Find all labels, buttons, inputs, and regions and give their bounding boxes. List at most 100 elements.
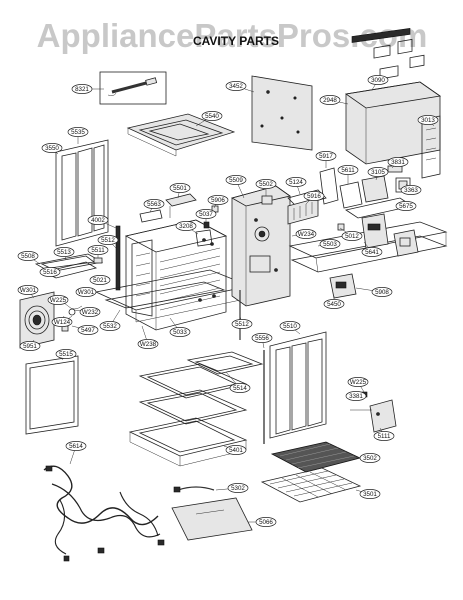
callout-bubble bbox=[39, 267, 61, 277]
callout-text: W301 bbox=[20, 287, 37, 294]
callout-bubble bbox=[373, 431, 395, 441]
callout-text: 5508 bbox=[21, 253, 35, 260]
callout-3550: 3550 bbox=[41, 143, 63, 155]
callout-5535: 5535 bbox=[67, 127, 89, 144]
callout-text: 3208 bbox=[179, 223, 193, 230]
callout-text: 5037 bbox=[199, 211, 213, 218]
callout-text: 5012 bbox=[345, 233, 359, 240]
callout-text: 5511 bbox=[91, 247, 105, 254]
part-5037-screw bbox=[203, 221, 210, 229]
callout-bubble bbox=[169, 183, 191, 193]
callout-text: W225 bbox=[50, 297, 67, 304]
callout-bubble bbox=[255, 179, 277, 189]
callout-text: 5497 bbox=[81, 327, 95, 334]
callout-bubble bbox=[337, 165, 359, 175]
part-3501-oven-rack bbox=[260, 467, 362, 503]
callout-5511: 5511 bbox=[87, 245, 109, 258]
callout-5066: 5066 bbox=[248, 517, 277, 527]
callout-text: 5401 bbox=[229, 447, 243, 454]
callout-5515: 5515 bbox=[55, 349, 77, 361]
callout-bubble bbox=[71, 84, 93, 94]
callout-text: 5509 bbox=[229, 177, 243, 184]
callout-bubble bbox=[75, 287, 97, 297]
part-5066-cover bbox=[171, 497, 253, 541]
callout-text: 5614 bbox=[69, 443, 83, 450]
callout-3090: 3090 bbox=[367, 75, 389, 91]
callout-text: 5021 bbox=[93, 277, 107, 284]
callout-bubble bbox=[345, 391, 367, 401]
callout-text: 5532 bbox=[103, 323, 117, 330]
callout-bubble bbox=[17, 251, 39, 261]
callout-text: 5033 bbox=[173, 329, 187, 336]
callout-bubble bbox=[225, 81, 247, 91]
callout-bubble bbox=[417, 115, 439, 125]
callout-text: 5503 bbox=[323, 241, 337, 248]
callout-5906: 5906 bbox=[207, 195, 229, 209]
part-5508-terminal-block bbox=[393, 229, 419, 257]
part-5614-wire-harness bbox=[43, 465, 165, 562]
callout-bubble bbox=[97, 235, 119, 245]
callout-text: 3013 bbox=[421, 117, 435, 124]
callout-5502: 5502 bbox=[255, 179, 277, 196]
callout-bubble bbox=[319, 95, 341, 105]
callout-5021: 5021 bbox=[89, 275, 111, 285]
callout-5033: 5033 bbox=[169, 317, 191, 337]
callout-text: 5906 bbox=[211, 197, 225, 204]
part-5124-bracket bbox=[287, 189, 327, 225]
callout-bubble bbox=[395, 201, 417, 211]
callout-text: 3105 bbox=[371, 169, 385, 176]
callout-text: 5556 bbox=[255, 335, 269, 342]
callout-text: W124 bbox=[54, 319, 71, 326]
callout-bubble bbox=[65, 441, 87, 451]
callout-bubble bbox=[255, 517, 277, 527]
callout-bubble bbox=[169, 327, 191, 337]
callout-text: 8321 bbox=[75, 86, 89, 93]
callout-bubble bbox=[341, 231, 363, 241]
callout-bubble bbox=[225, 175, 247, 185]
callout-text: 5111 bbox=[378, 433, 391, 440]
part-8321-probe bbox=[99, 71, 167, 105]
callout-3502: 3502 bbox=[356, 453, 381, 463]
callout-2948: 2948 bbox=[319, 95, 349, 105]
callout-bubble bbox=[55, 349, 77, 359]
callout-text: 5501 bbox=[173, 185, 187, 192]
callout-text: 5514 bbox=[233, 385, 247, 392]
part-5012-screw bbox=[337, 223, 345, 231]
callout-bubble bbox=[315, 151, 337, 161]
callout-5614: 5614 bbox=[65, 441, 87, 465]
callout-text: 5512 bbox=[235, 321, 249, 328]
callout-bubble bbox=[251, 333, 273, 343]
callout-5611: 5611 bbox=[337, 165, 359, 184]
callout-bubble bbox=[51, 317, 73, 327]
callout-bubble bbox=[367, 167, 389, 177]
part-5510-inner-door bbox=[269, 331, 327, 439]
part-5514-bake-element bbox=[186, 351, 264, 375]
callout-text: 3363 bbox=[404, 187, 418, 194]
callout-text: 5450 bbox=[327, 301, 341, 308]
callout-w225: W225 bbox=[347, 377, 369, 393]
callout-text: W225 bbox=[350, 379, 367, 386]
callout-5509: 5509 bbox=[225, 175, 247, 199]
part-5502-connector bbox=[261, 195, 273, 205]
oven-rack-rails bbox=[135, 247, 221, 311]
callout-5512: 5512 bbox=[97, 235, 119, 249]
callout-text: 5908 bbox=[375, 289, 389, 296]
callout-5916: 5916 bbox=[303, 191, 325, 205]
part-5450-switch bbox=[329, 273, 357, 299]
callout-text: 5066 bbox=[259, 519, 273, 526]
callout-5917: 5917 bbox=[315, 151, 337, 168]
callout-bubble bbox=[99, 321, 121, 331]
callout-bubble bbox=[225, 445, 247, 455]
callout-text: 4002 bbox=[91, 217, 105, 224]
callout-text: 3550 bbox=[45, 145, 59, 152]
callout-bubble bbox=[19, 341, 41, 351]
part-5535-door-panel bbox=[50, 139, 109, 247]
callout-bubble bbox=[371, 287, 393, 297]
callout-bubble bbox=[47, 295, 69, 305]
callout-bubble bbox=[175, 221, 197, 231]
callout-5497: 5497 bbox=[71, 325, 99, 335]
part-5012-terminal bbox=[361, 213, 389, 249]
callout-text: 3831 bbox=[391, 159, 405, 166]
oven-rack-upper bbox=[138, 363, 248, 399]
